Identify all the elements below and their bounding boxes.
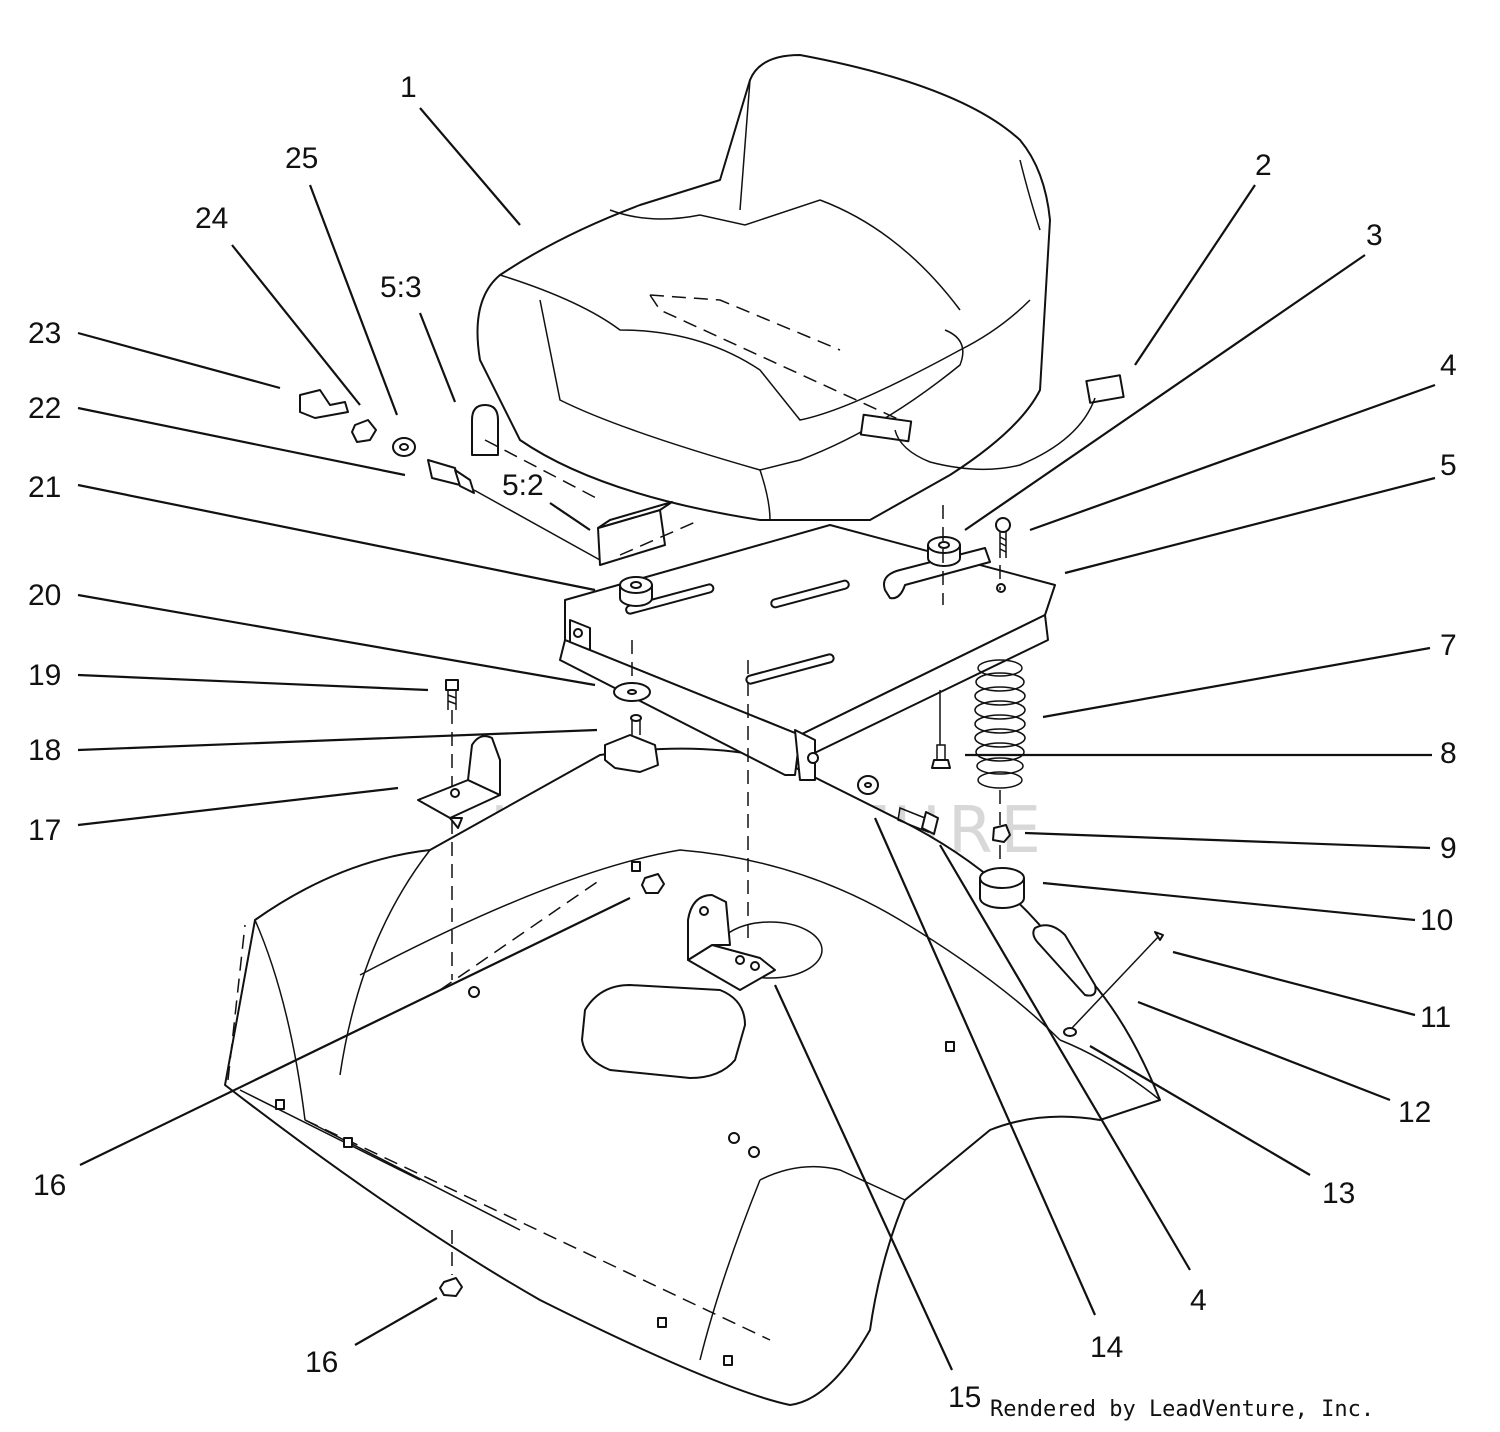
seat-plate: [559, 524, 1056, 781]
callout-20: 20: [28, 579, 61, 612]
callout-21: 21: [28, 471, 61, 504]
callout-7: 7: [1440, 629, 1457, 662]
callout-14: 14: [1090, 1331, 1123, 1364]
callout-23: 23: [28, 317, 61, 350]
callout-4-right: 4: [1190, 1284, 1207, 1317]
seat-switch-harness: [894, 374, 1125, 471]
callout-17: 17: [28, 814, 61, 847]
latch-plate: [1032, 924, 1164, 1037]
leader-lines: [77, 107, 1436, 1371]
bracket-hardware-left: [417, 640, 939, 1297]
seat-switch-parts: [471, 404, 701, 566]
rubber-bumpers: [619, 536, 961, 607]
callout-19: 19: [28, 659, 61, 692]
callout-5-3: 5:3: [380, 271, 422, 304]
callout-12: 12: [1398, 1096, 1431, 1129]
callout-2: 2: [1255, 149, 1272, 182]
callout-10: 10: [1420, 904, 1453, 937]
callout-15: 15: [948, 1381, 981, 1414]
switch-hardware: [299, 389, 601, 561]
fender-body: [224, 747, 1161, 1406]
callout-3: 3: [1366, 219, 1383, 252]
callout-18: 18: [28, 734, 61, 767]
callout-11: 11: [1420, 1001, 1451, 1034]
seat: [476, 54, 1051, 559]
render-credit: Rendered by LeadVenture, Inc.: [990, 1397, 1374, 1422]
callout-8: 8: [1440, 737, 1457, 770]
callout-25: 25: [285, 142, 318, 175]
callout-16-left: 16: [33, 1169, 66, 1202]
callout-5: 5: [1440, 449, 1457, 482]
callout-13: 13: [1322, 1177, 1355, 1210]
callout-16-bottom: 16: [305, 1346, 338, 1379]
callout-9: 9: [1440, 832, 1457, 865]
callout-1: 1: [400, 71, 417, 104]
spring: [974, 659, 1026, 789]
spring-assembly: [931, 505, 1026, 909]
callout-24: 24: [195, 202, 228, 235]
callout-22: 22: [28, 392, 61, 425]
callout-5-2: 5:2: [502, 469, 544, 502]
callout-4-top: 4: [1440, 349, 1457, 382]
callout-labels: 1 2 3 4 5 7 8 9 10 11 12 13 4 14 15 16 1…: [28, 71, 1457, 1414]
